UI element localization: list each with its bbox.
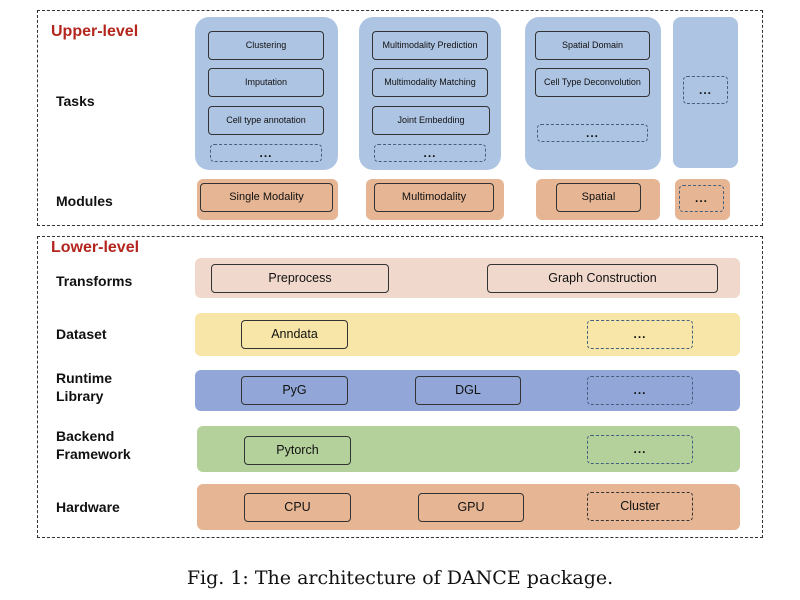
backend-pytorch: Pytorch xyxy=(244,436,351,465)
hardware-label: Hardware xyxy=(56,499,120,515)
transforms-band: Preprocess Graph Construction xyxy=(195,258,740,298)
dataset-anndata: Anndata xyxy=(241,320,348,349)
upper-level-section xyxy=(37,10,763,226)
dataset-more-ellipsis: ... xyxy=(587,320,693,349)
runtime-pyg: PyG xyxy=(241,376,348,405)
other-tasks-panel: ... xyxy=(673,17,738,168)
runtime-more-ellipsis: ... xyxy=(587,376,693,405)
hardware-cpu: CPU xyxy=(244,493,351,522)
backend-more-ellipsis: ... xyxy=(587,435,693,464)
runtime-library-band: PyG DGL ... xyxy=(195,370,740,411)
runtime-library-label: Runtime Library xyxy=(56,369,112,405)
task-imputation: Imputation xyxy=(208,68,324,97)
multimodality-tasks-panel: Multimodality Prediction Multimodality M… xyxy=(359,17,501,170)
runtime-label-line2: Library xyxy=(56,388,104,404)
tasks-label: Tasks xyxy=(56,93,95,109)
dataset-label: Dataset xyxy=(56,326,107,342)
transform-preprocess: Preprocess xyxy=(211,264,389,293)
transforms-label: Transforms xyxy=(56,273,133,289)
task-cell-type-annotation: Cell type annotation xyxy=(208,106,324,135)
task-more-ellipsis: ... xyxy=(210,144,322,162)
other-module-panel: ... xyxy=(675,179,730,220)
task-cell-type-deconvolution: Cell Type Deconvolution xyxy=(535,68,650,97)
hardware-band: CPU GPU Cluster xyxy=(197,484,740,530)
spatial-tasks-panel: Spatial Domain Cell Type Deconvolution .… xyxy=(525,17,661,170)
lower-level-title: Lower-level xyxy=(51,239,140,256)
hardware-cluster: Cluster xyxy=(587,492,693,521)
module-single-modality: Single Modality xyxy=(200,183,333,212)
task-more-ellipsis: ... xyxy=(683,76,728,104)
backend-framework-label: Backend Framework xyxy=(56,427,131,463)
figure-caption: Fig. 1: The architecture of DANCE packag… xyxy=(186,567,614,589)
runtime-dgl: DGL xyxy=(415,376,521,405)
module-more-ellipsis: ... xyxy=(679,185,724,212)
task-more-ellipsis: ... xyxy=(537,124,648,142)
hardware-gpu: GPU xyxy=(418,493,524,522)
task-multimodality-prediction: Multimodality Prediction xyxy=(372,31,488,60)
multimodality-module-panel: Multimodality xyxy=(366,179,504,220)
runtime-label-line1: Runtime xyxy=(56,370,112,386)
module-spatial: Spatial xyxy=(556,183,641,212)
upper-level-title: Upper-level xyxy=(51,23,139,40)
module-multimodality: Multimodality xyxy=(374,183,494,212)
single-modality-module-panel: Single Modality xyxy=(197,179,338,220)
backend-label-line1: Backend xyxy=(56,428,115,444)
backend-label-line2: Framework xyxy=(56,446,131,462)
backend-framework-band: Pytorch ... xyxy=(197,426,740,472)
task-clustering: Clustering xyxy=(208,31,324,60)
dataset-band: Anndata ... xyxy=(195,313,740,356)
modules-label: Modules xyxy=(56,193,113,209)
lower-level-section xyxy=(37,236,763,538)
task-multimodality-matching: Multimodality Matching xyxy=(372,68,488,97)
transform-graph-construction: Graph Construction xyxy=(487,264,718,293)
task-joint-embedding: Joint Embedding xyxy=(372,106,490,135)
task-more-ellipsis: ... xyxy=(374,144,486,162)
spatial-module-panel: Spatial xyxy=(536,179,660,220)
single-modality-tasks-panel: Clustering Imputation Cell type annotati… xyxy=(195,17,338,170)
task-spatial-domain: Spatial Domain xyxy=(535,31,650,60)
